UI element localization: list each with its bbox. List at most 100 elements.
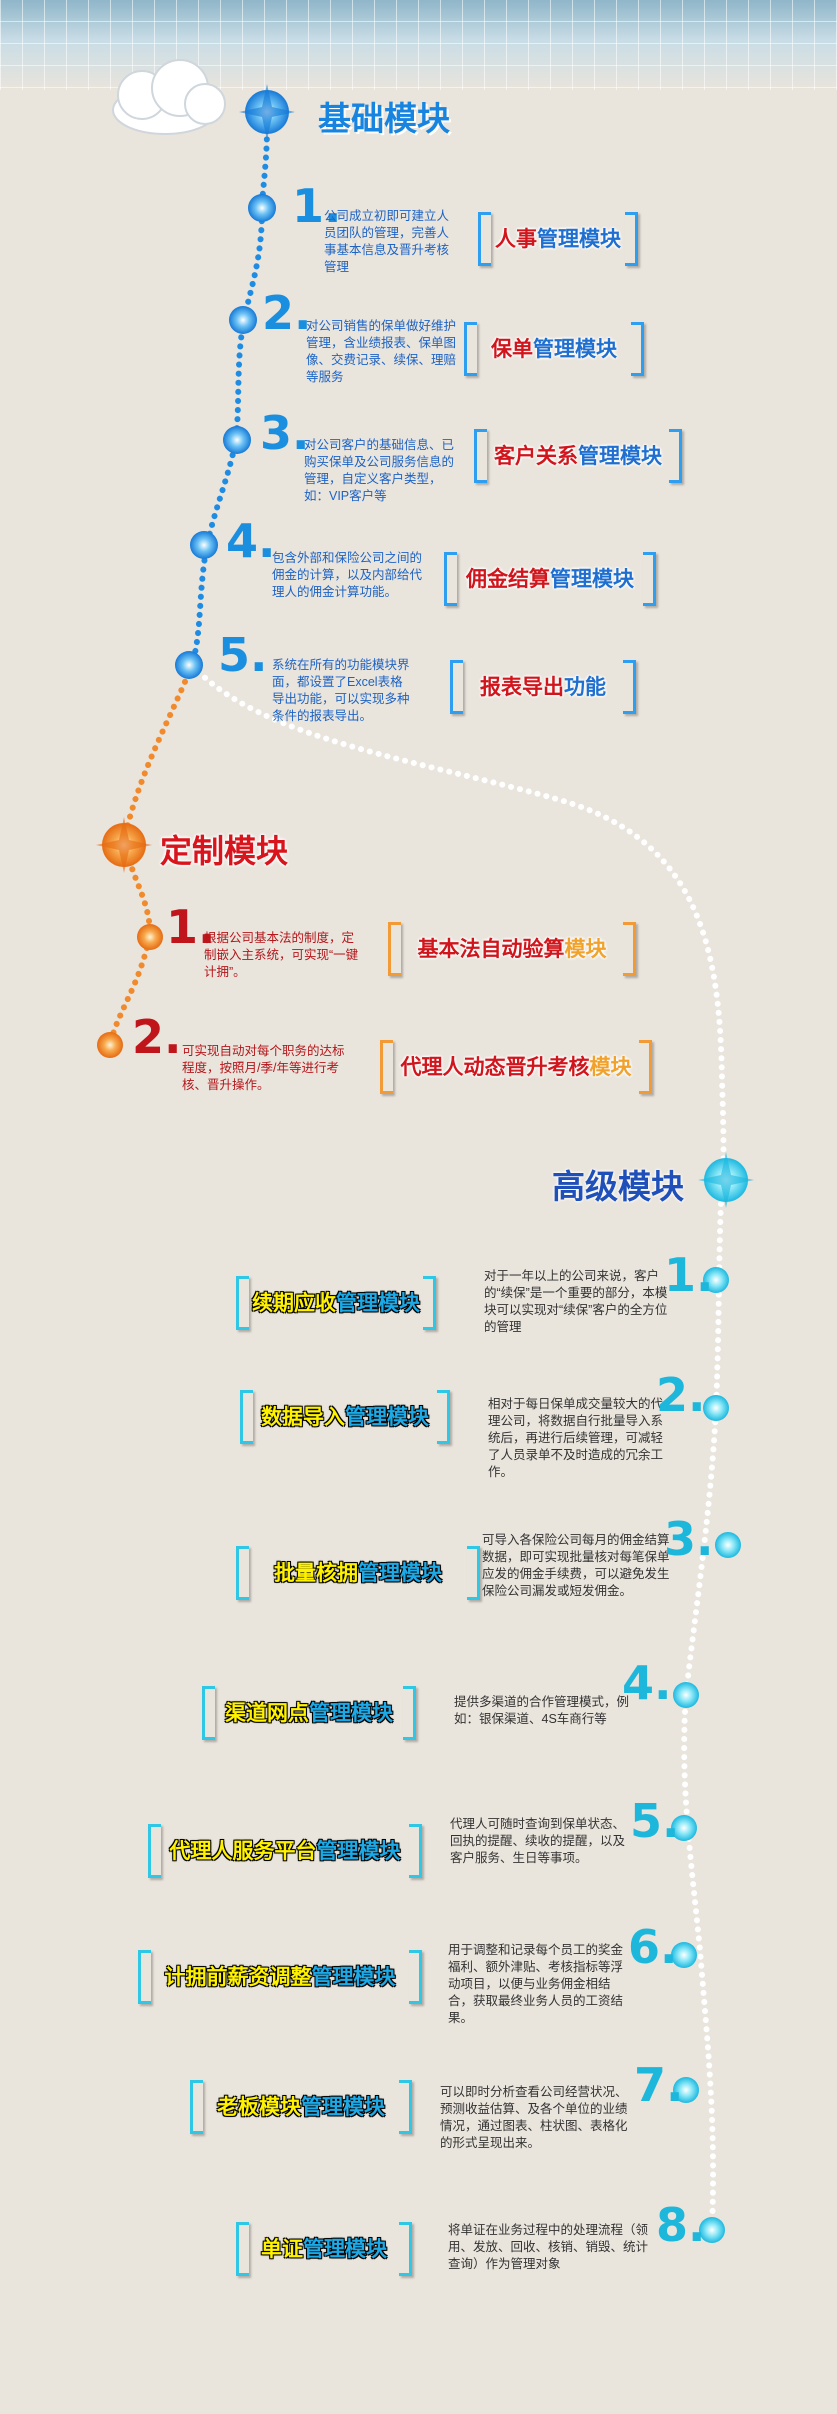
advanced-star-icon-7 <box>673 2077 699 2103</box>
advanced-item-desc: 可以即时分析查看公司经营状况、预测收益估算、及各个单位的业绩情况，通过图表、柱状… <box>440 2085 628 2150</box>
basic-item-desc: 包含外部和保险公司之间的佣金的计算，以及内部给代理人的佣金计算功能。 <box>272 551 423 599</box>
tag-highlight: 单证 <box>261 2238 303 2261</box>
basic-item-number: 3. <box>260 406 310 460</box>
custom-item-number: 2. <box>132 1010 182 1064</box>
tag-highlight: 保单 <box>491 338 533 361</box>
advanced-star-icon-4 <box>673 1682 699 1708</box>
basic-item-number: 2. <box>262 286 312 340</box>
advanced-item-number: 7. <box>634 2058 684 2112</box>
tag-highlight: 代理人服务平台 <box>169 1840 317 1863</box>
advanced-item-desc: 对于一年以上的公司来说，客户的“续保”是一个重要的部分，本模块可以实现对“续保”… <box>484 1269 668 1334</box>
tag-highlight: 老板模块 <box>217 2096 301 2119</box>
advanced-item-number: 6. <box>628 1920 678 1974</box>
custom-star-icon-2 <box>97 1032 123 1058</box>
basic-item-number: 5. <box>218 628 268 682</box>
tag-highlight: 计拥前薪资调整 <box>164 1966 312 1989</box>
basic-section-title: 基础模块 <box>318 100 450 137</box>
tag-suffix: 管理模块 <box>316 1840 401 1863</box>
basic-item-number: 4. <box>226 514 276 568</box>
tag-highlight: 续期应收 <box>252 1292 336 1315</box>
advanced-item-tag: 老板模块管理模块 <box>190 2080 412 2134</box>
custom-item-desc: 可实现自动对每个职务的达标程度，按照月/季/年等进行考核、晋升操作。 <box>182 1044 345 1092</box>
cloud-icon <box>112 59 226 135</box>
custom-section-title: 定制模块 <box>160 833 289 869</box>
custom-star-icon-1 <box>137 924 163 950</box>
basic-star-icon-2 <box>229 306 257 334</box>
advanced-root-star-icon <box>698 1152 754 1208</box>
tag-highlight: 代理人动态晋升考核 <box>400 1056 590 1079</box>
tag-suffix: 管理模块 <box>303 2238 387 2261</box>
tag-suffix: 管理模块 <box>311 1966 396 1989</box>
advanced-item-number: 5. <box>630 1794 680 1848</box>
advanced-item-tag: 代理人服务平台管理模块 <box>148 1824 422 1878</box>
custom-item-tag: 基本法自动验算模块 <box>388 922 636 976</box>
tag-suffix: 管理模块 <box>358 1562 442 1585</box>
tag-suffix: 功能 <box>564 676 606 699</box>
advanced-item-tag: 单证管理模块 <box>236 2222 412 2276</box>
tag-suffix: 管理模块 <box>550 568 634 591</box>
tag-highlight: 佣金结算 <box>466 568 550 591</box>
basic-star-icon-4 <box>190 531 218 559</box>
tag-suffix: 模块 <box>564 938 607 961</box>
advanced-item-desc: 相对于每日保单成交量较大的代理公司，将数据自行批量导入系统后，再进行后续管理，可… <box>488 1397 664 1479</box>
tag-highlight: 客户关系 <box>494 445 578 468</box>
advanced-item-tag: 渠道网点管理模块 <box>202 1686 416 1740</box>
advanced-star-icon-3 <box>715 1532 741 1558</box>
advanced-star-icon-6 <box>671 1942 697 1968</box>
custom-dotted-path <box>107 662 195 1048</box>
advanced-item-number: 2. <box>656 1368 706 1422</box>
advanced-item-desc: 提供多渠道的合作管理模式，例如：银保渠道、4S车商行等 <box>454 1695 630 1726</box>
tag-suffix: 管理模块 <box>533 338 617 361</box>
tag-highlight: 人事 <box>495 228 537 251</box>
tag-suffix: 管理模块 <box>309 1702 393 1725</box>
basic-star-icon-3 <box>223 426 251 454</box>
tag-highlight: 批量核拥 <box>274 1562 358 1585</box>
tag-highlight: 渠道网点 <box>225 1702 309 1725</box>
basic-item-tag: 佣金结算管理模块 <box>444 552 656 606</box>
advanced-star-icon-1 <box>703 1267 729 1293</box>
basic-star-icon-5 <box>175 651 203 679</box>
advanced-item-number: 8. <box>656 2198 706 2252</box>
basic-item-desc: 对公司销售的保单做好维护管理，含业绩报表、保单图像、交费记录、续保、理赔等服务 <box>306 319 457 384</box>
tag-suffix: 管理模块 <box>537 228 621 251</box>
basic-dotted-path <box>189 109 271 668</box>
advanced-item-desc: 可导入各保险公司每月的佣金结算数据，即可实现批量核对每笔保单应发的佣金手续费，可… <box>482 1533 670 1598</box>
advanced-item-number: 1. <box>664 1248 714 1302</box>
advanced-section-title: 高级模块 <box>552 1168 684 1205</box>
advanced-star-icon-8 <box>699 2217 725 2243</box>
tag-highlight: 数据导入 <box>261 1406 345 1429</box>
advanced-item-number: 3. <box>664 1512 714 1566</box>
advanced-item-tag: 计拥前薪资调整管理模块 <box>138 1950 422 2004</box>
basic-item-number: 1. <box>292 179 342 233</box>
basic-item-desc: 对公司客户的基础信息、已购买保单及公司服务信息的管理，自定义客户类型，如：VIP… <box>304 438 455 503</box>
advanced-item-tag: 续期应收管理模块 <box>236 1276 436 1330</box>
advanced-star-icon-5 <box>671 1815 697 1841</box>
advanced-item-desc: 代理人可随时查询到保单状态、回执的提醒、续收的提醒，以及客户服务、生日等事项。 <box>450 1817 626 1865</box>
tag-suffix: 管理模块 <box>336 1292 420 1315</box>
custom-item-number: 1. <box>166 900 216 954</box>
basic-item-tag: 保单管理模块 <box>464 322 644 376</box>
basic-item-tag: 报表导出功能 <box>450 660 636 714</box>
basic-item-tag: 人事管理模块 <box>478 212 638 266</box>
tag-suffix: 模块 <box>589 1056 632 1079</box>
tag-highlight: 报表导出 <box>480 676 564 699</box>
advanced-item-desc: 用于调整和记录每个员工的奖金福利、额外津贴、考核指标等浮动项目，以便与业务佣金相… <box>448 1943 624 2025</box>
custom-item-desc: 根据公司基本法的制度，定制嵌入主系统，可实现“一键计拥”。 <box>204 931 359 979</box>
basic-star-icon-1 <box>248 194 276 222</box>
advanced-item-number: 4. <box>622 1656 672 1710</box>
advanced-star-icon-2 <box>703 1395 729 1421</box>
basic-root-star-icon <box>239 84 295 140</box>
advanced-item-tag: 批量核拥管理模块 <box>236 1546 480 1600</box>
tag-suffix: 管理模块 <box>345 1406 429 1429</box>
basic-item-desc: 系统在所有的功能模块界面，都设置了Excel表格导出功能，可以实现多种条件的报表… <box>272 658 410 723</box>
tag-suffix: 管理模块 <box>301 2096 385 2119</box>
advanced-item-desc: 将单证在业务过程中的处理流程（领用、发放、回收、核销、销毁、统计查询）作为管理对… <box>448 2223 649 2271</box>
tag-highlight: 基本法自动验算 <box>417 938 565 961</box>
advanced-item-tag: 数据导入管理模块 <box>240 1390 450 1444</box>
custom-root-star-icon <box>96 817 152 873</box>
custom-item-tag: 代理人动态晋升考核模块 <box>380 1040 652 1094</box>
tag-suffix: 管理模块 <box>578 445 662 468</box>
basic-item-desc: 公司成立初即可建立人员团队的管理，完善人事基本信息及晋升考核管理 <box>324 209 450 274</box>
basic-item-tag: 客户关系管理模块 <box>474 429 682 483</box>
